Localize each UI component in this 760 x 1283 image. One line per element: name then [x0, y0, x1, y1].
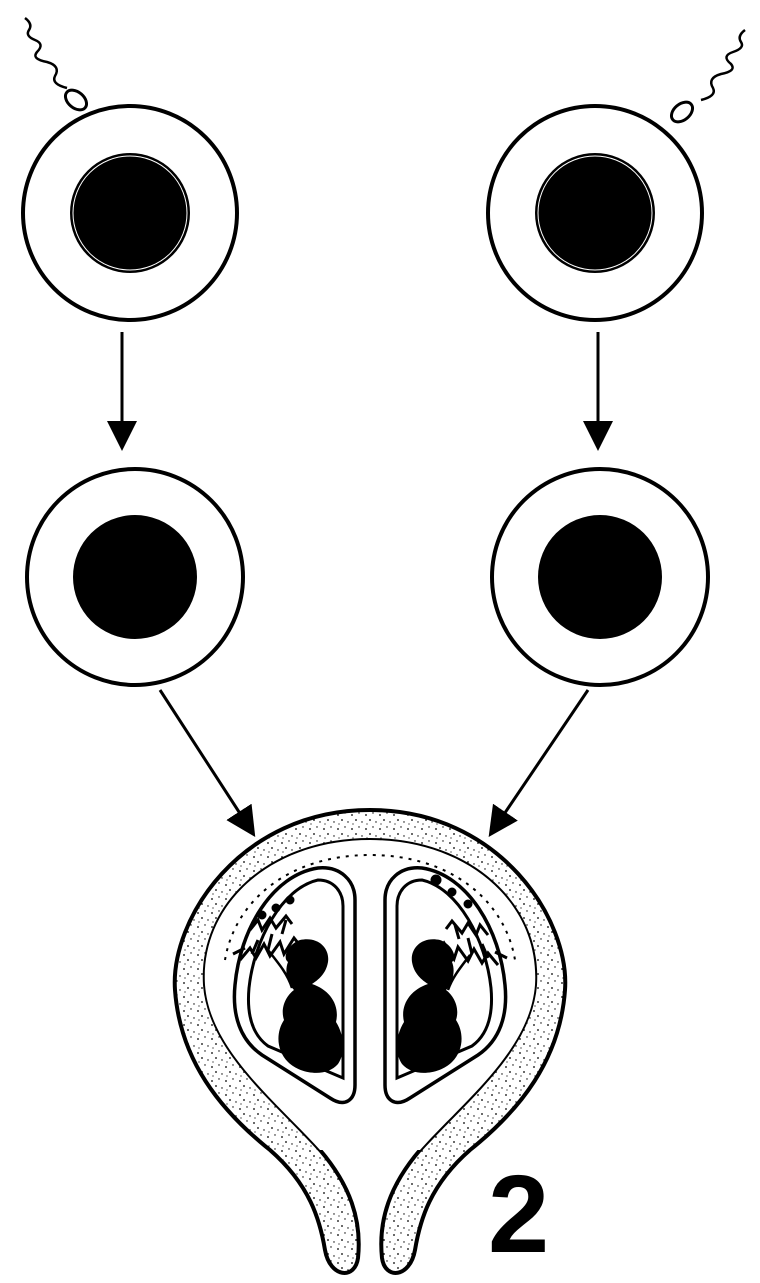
arrow-left-diagonal [160, 690, 252, 832]
egg-right-top [488, 106, 702, 320]
sperm-right [668, 30, 745, 126]
figure-number-label: 2 [488, 1160, 549, 1270]
egg-right-middle [492, 469, 708, 685]
egg-left-middle [27, 469, 243, 685]
egg-left-top [23, 106, 237, 320]
arrow-right-diagonal [492, 690, 588, 832]
sperm-left [25, 18, 90, 114]
